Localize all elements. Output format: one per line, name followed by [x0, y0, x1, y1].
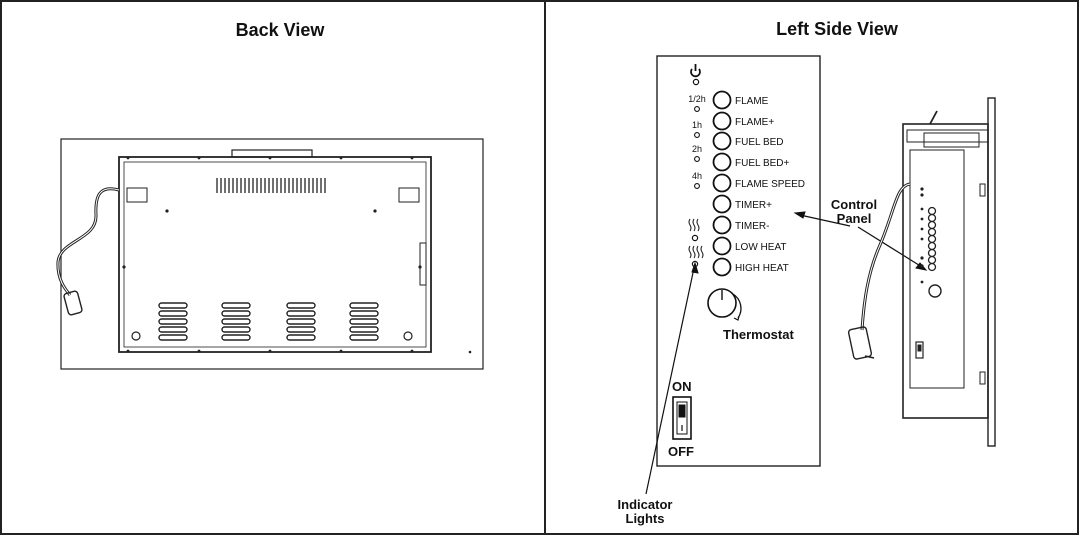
timer-label-4h: 4h — [692, 171, 702, 181]
button-timer-minus[interactable]: TIMER- — [712, 215, 770, 235]
timer-label-half-hour: 1/2h — [688, 94, 706, 104]
top-vent-grille — [216, 178, 326, 193]
indicator-lights-label-line1: Indicator — [618, 497, 673, 512]
side-control-panel — [909, 149, 965, 389]
switch-on-label: ON — [672, 379, 692, 394]
button-fuel-bed[interactable]: FUEL BED — [712, 131, 784, 151]
left-side-view-title: Left Side View — [776, 19, 899, 39]
thermostat-label: Thermostat — [723, 327, 794, 342]
thermostat-knob[interactable] — [707, 288, 742, 321]
indicator-lights-label-line2: Lights — [626, 511, 665, 526]
button-timer-plus-label: TIMER+ — [735, 200, 772, 211]
side-indicator-dots — [920, 187, 924, 284]
button-fuel-bed-label: FUEL BED — [735, 137, 784, 148]
timer-indicators: 1/2h 1h 2h 4h — [688, 94, 706, 189]
back-fastener-dots — [122, 156, 472, 354]
indicator-lights-callout-arrow — [645, 261, 699, 495]
side-view-drawing — [847, 97, 996, 447]
control-panel-label-line2: Panel — [837, 211, 872, 226]
button-flame-speed-label: FLAME SPEED — [735, 179, 805, 190]
timer-label-2h: 2h — [692, 144, 702, 154]
control-panel-callout-arrows — [793, 211, 928, 271]
side-heater-body — [902, 123, 989, 419]
button-fuel-bed-plus[interactable]: FUEL BED+ — [712, 152, 790, 172]
low-heat-icon — [688, 218, 700, 232]
button-flame[interactable]: FLAME — [712, 90, 769, 110]
switch-off-label: OFF — [668, 444, 694, 459]
button-fuel-bed-plus-label: FUEL BED+ — [735, 158, 790, 169]
button-flame-label: FLAME — [735, 96, 769, 107]
control-buttons: FLAME FLAME+ FUEL BED FUEL BED+ FLAME SP… — [712, 90, 806, 277]
low-heat-indicator-light — [691, 234, 699, 242]
button-high-heat[interactable]: HIGH HEAT — [712, 257, 789, 277]
back-view-drawing — [56, 138, 484, 370]
button-flame-plus-label: FLAME+ — [735, 117, 774, 128]
button-timer-minus-label: TIMER- — [735, 221, 769, 232]
power-rocker-switch[interactable] — [672, 396, 692, 440]
power-indicator-light — [692, 78, 700, 86]
side-plug — [847, 326, 873, 360]
high-heat-icon — [688, 245, 704, 259]
timer-label-1h: 1h — [692, 120, 702, 130]
back-plug — [63, 290, 83, 316]
button-low-heat-label: LOW HEAT — [735, 242, 786, 253]
button-flame-speed[interactable]: FLAME SPEED — [712, 173, 806, 193]
button-low-heat[interactable]: LOW HEAT — [712, 236, 787, 256]
top-bracket — [231, 149, 313, 158]
power-icon — [690, 64, 701, 78]
back-power-cord — [56, 187, 120, 296]
button-flame-plus[interactable]: FLAME+ — [712, 111, 775, 131]
control-panel-label-line1: Control — [831, 197, 877, 212]
back-view-title: Back View — [236, 20, 326, 40]
side-front-frame — [987, 97, 996, 447]
button-timer-plus[interactable]: TIMER+ — [712, 194, 773, 214]
bottom-vent-slats — [158, 302, 379, 341]
control-panel-outline — [656, 55, 821, 467]
button-high-heat-label: HIGH HEAT — [735, 263, 789, 274]
back-heater-body — [118, 156, 432, 353]
